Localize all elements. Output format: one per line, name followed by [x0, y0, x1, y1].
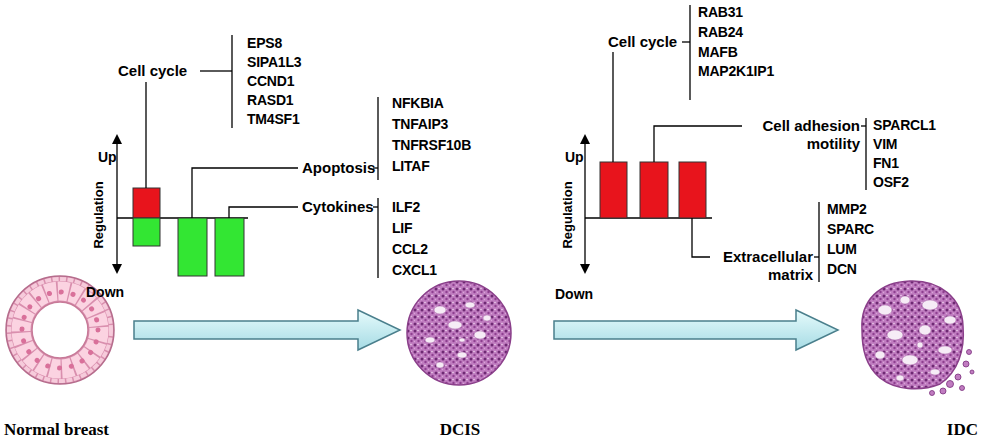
category-label: Cell adhesion motility	[745, 117, 860, 153]
duct-lumen	[32, 302, 88, 358]
bracket-line	[231, 35, 232, 128]
gene-label: LIF	[392, 220, 412, 237]
gene-label: SIPA1L3	[247, 54, 301, 71]
up-bar	[679, 162, 706, 218]
category-label: Cytokines	[302, 198, 374, 216]
tumor-mass	[862, 281, 963, 389]
gene-label: TNFRSF10B	[392, 137, 471, 154]
leader-line	[682, 41, 690, 42]
tissue-caption: DCIS	[402, 420, 518, 440]
progression-arrow	[134, 310, 400, 350]
invading-cells	[930, 350, 975, 396]
up-bar	[600, 162, 627, 218]
leader-line	[145, 82, 146, 188]
gene-label: VIM	[873, 136, 897, 153]
gene-label: SPARC	[827, 221, 874, 238]
tumor-duct	[407, 281, 511, 385]
leader-line	[229, 207, 298, 218]
epithelial-cells	[21, 291, 99, 369]
axis-line	[584, 142, 585, 266]
axis-label: Down	[555, 286, 593, 303]
tissue-node: DCIS	[402, 272, 518, 440]
bracket-line	[865, 118, 866, 190]
up-bar	[133, 188, 160, 218]
gene-label: EPS8	[247, 35, 282, 52]
gene-label: NFKBIA	[392, 95, 444, 112]
gene-label: CCND1	[247, 73, 294, 90]
leader-line	[814, 256, 819, 257]
gene-label: RAB24	[698, 24, 743, 41]
tissue-caption: IDC	[846, 420, 984, 440]
gene-label: RASD1	[247, 92, 293, 109]
gene-label: CXCL1	[392, 262, 437, 279]
cell-nuclei	[22, 292, 98, 368]
gene-label: FN1	[873, 155, 899, 172]
gene-label: TM4SF1	[247, 111, 299, 128]
down-bar	[133, 218, 160, 246]
leader-line	[373, 206, 378, 207]
category-label: Cell cycle	[118, 62, 187, 80]
axis-arrowhead	[580, 134, 590, 144]
axis-label: Down	[86, 284, 124, 301]
axis-label: Up	[565, 149, 584, 166]
axis-title: Regulation	[90, 181, 106, 248]
gene-label: DCN	[827, 261, 857, 278]
gene-label: MAP2K1IP1	[698, 63, 774, 80]
bracket-line	[818, 202, 819, 282]
leader-line	[200, 70, 232, 71]
down-bar	[178, 218, 207, 276]
category-label: Cell cycle	[608, 33, 677, 51]
category-label: Apoptosis	[302, 159, 375, 177]
leader-line	[654, 126, 742, 162]
progression-arrow	[554, 310, 838, 350]
gene-label: LITAF	[392, 158, 430, 175]
lumen-spaces	[425, 302, 491, 368]
leader-line	[192, 168, 298, 218]
axis-arrowhead	[112, 134, 122, 144]
gene-label: CCL2	[392, 241, 428, 258]
idc-illustration	[862, 281, 974, 396]
gene-label: MAFB	[698, 44, 738, 61]
leader-line	[861, 125, 866, 126]
regulation-chart	[112, 35, 378, 278]
dcis-illustration	[407, 281, 511, 385]
axis-arrowhead	[580, 264, 590, 274]
gene-label: OSF2	[873, 174, 909, 191]
gene-label: RAB31	[698, 4, 743, 21]
gene-label: ILF2	[392, 199, 420, 216]
bracket-line	[377, 97, 378, 180]
bracket-line	[377, 198, 378, 278]
regulation-chart	[580, 5, 866, 282]
axis-title: Regulation	[559, 181, 575, 248]
bracket-line	[689, 5, 690, 100]
down-bar	[215, 218, 244, 276]
gene-label: LUM	[827, 241, 857, 258]
tissue-node: IDC	[846, 272, 984, 440]
axis-label: Up	[98, 149, 117, 166]
leader-line	[692, 218, 710, 257]
up-bar	[640, 162, 668, 218]
gene-label: SPARCL1	[873, 117, 936, 134]
tissue-caption: Normal breast	[0, 420, 132, 440]
leader-line	[612, 52, 613, 162]
gene-label: MMP2	[827, 201, 867, 218]
category-label: Extracellular matrix	[713, 248, 813, 284]
lumen-spaces	[875, 296, 956, 381]
gene-label: TNFAIP3	[392, 116, 448, 133]
axis-arrowhead	[112, 264, 122, 274]
